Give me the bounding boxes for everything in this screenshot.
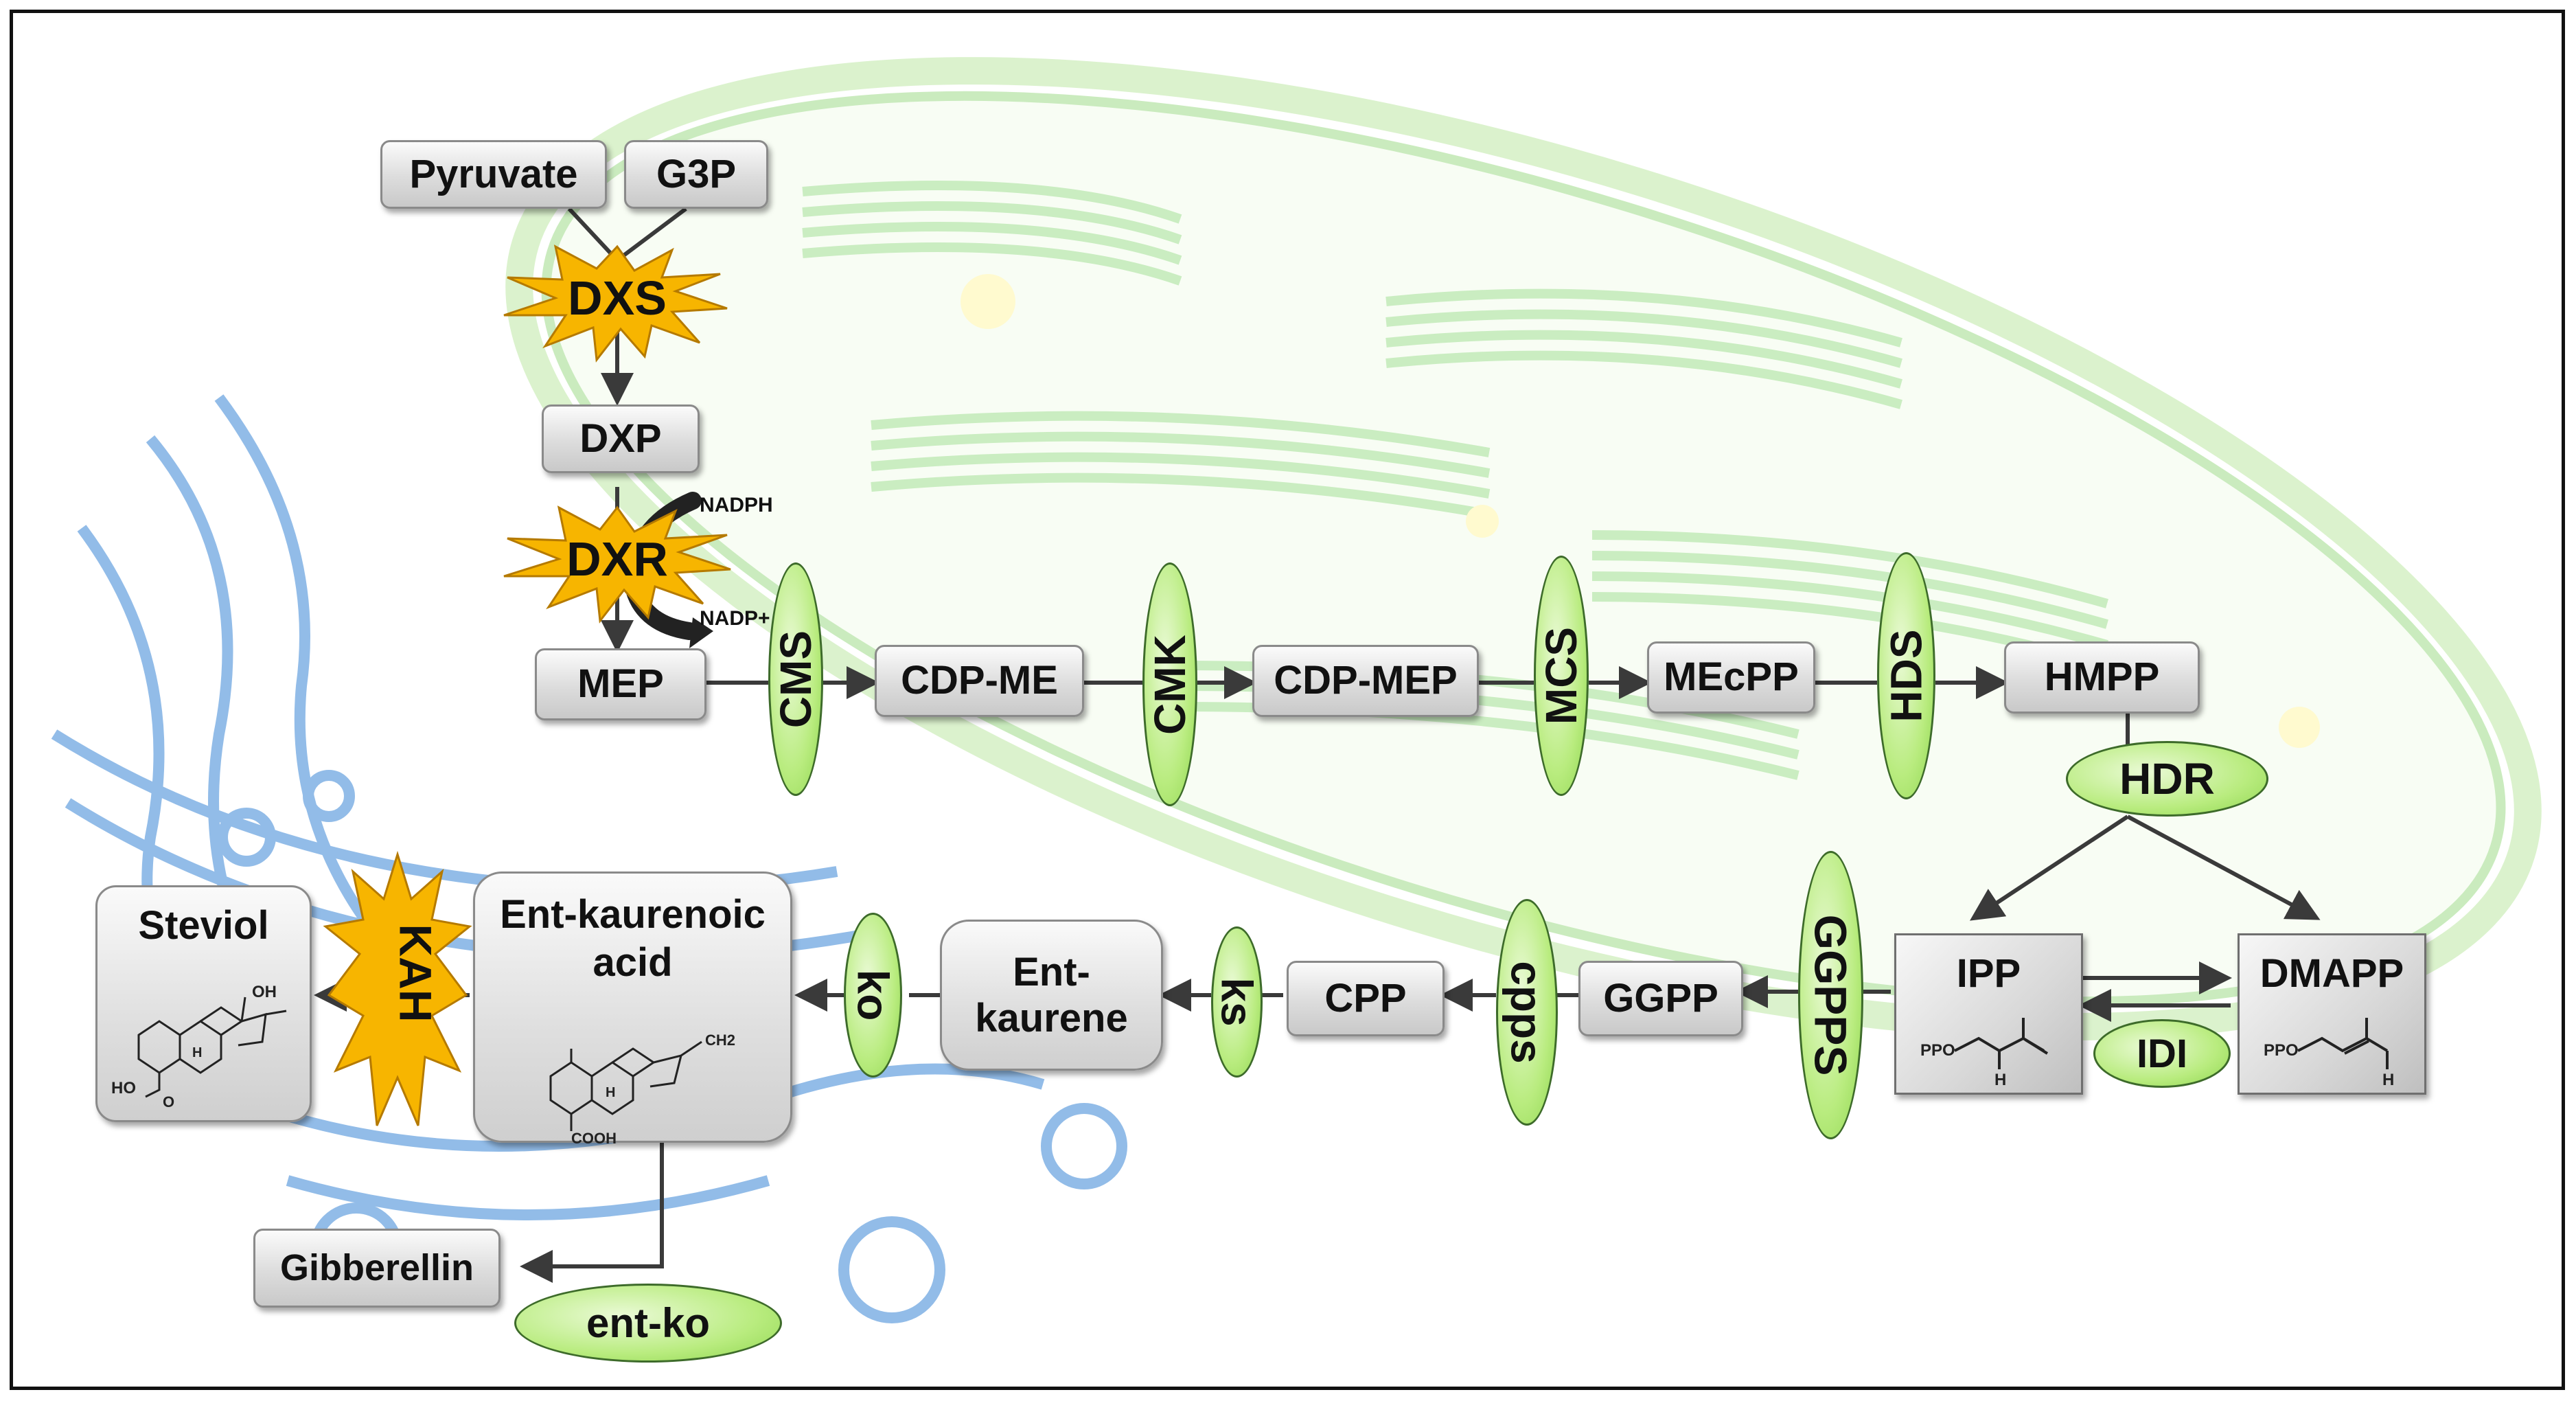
dxr-burst <box>503 505 731 624</box>
mecpp-label: MEcPP <box>1664 654 1799 700</box>
cmk-label: CMK <box>1145 634 1195 735</box>
mcs-enzyme: MCS <box>1534 556 1589 796</box>
cms-label: CMS <box>771 630 820 729</box>
ko-enzyme: ko <box>844 913 902 1078</box>
cdp-mep-label: CDP-MEP <box>1274 658 1458 703</box>
ks-label: ks <box>1212 977 1262 1027</box>
dmapp-structure: PPO H <box>2264 1018 2394 1089</box>
ipp-ppo: PPO <box>1920 1041 1955 1060</box>
kah-burst <box>323 850 472 1126</box>
kaurenoic-ch2: CH2 <box>705 1032 735 1049</box>
mcs-label: MCS <box>1537 626 1586 725</box>
ks-enzyme: ks <box>1211 926 1263 1078</box>
cmk-enzyme: CMK <box>1142 562 1197 806</box>
idi-enzyme: IDI <box>2093 1019 2231 1088</box>
mep-label: MEP <box>577 661 664 707</box>
figure-frame: Pyruvate G3P DXS DXP DXR NADPH NADP+ MEP… <box>10 10 2565 1390</box>
kaurenoic-cooh: COOH <box>571 1130 617 1145</box>
kaurenoic-h: H <box>606 1085 615 1100</box>
ent-kaurene-label: Ent-kaurene <box>975 950 1128 1040</box>
mep-box: MEP <box>535 648 706 720</box>
hds-label: HDS <box>1881 629 1931 722</box>
ent-kaurenoic-acid-box: Ent-kaurenoic acid CH2 COOH H <box>473 872 792 1145</box>
chloroplast-illustration <box>505 57 2542 1040</box>
cpps-label: cpps <box>1502 961 1552 1064</box>
steviol-label: Steviol <box>138 903 269 948</box>
g3p-box: G3P <box>624 140 768 209</box>
dmapp-label: DMAPP <box>2259 951 2404 996</box>
dxr-label: DXR <box>566 532 668 586</box>
ggpp-box: GGPP <box>1578 961 1743 1036</box>
ent-kaurenoic-acid-label: Ent-kaurenoic acid <box>500 892 766 985</box>
pyruvate-box: Pyruvate <box>380 140 607 209</box>
ko-label: ko <box>848 969 898 1021</box>
steviol-ho: HO <box>111 1079 136 1097</box>
ipp-box: IPP PPO H <box>1894 933 2083 1095</box>
ent-kaurenoic-acid-structure: CH2 COOH H <box>549 1032 735 1145</box>
dmapp-box: DMAPP PPO H <box>2238 933 2426 1095</box>
ent-ko-enzyme: ent-ko <box>514 1284 782 1363</box>
pyruvate-label: Pyruvate <box>409 151 578 196</box>
kah-label: KAH <box>390 924 441 1023</box>
mecpp-box: MEcPP <box>1647 641 1815 714</box>
gibberellin-box: Gibberellin <box>253 1229 501 1308</box>
ent-kaurene-box: Ent-kaurene <box>940 920 1163 1071</box>
ggpp-label: GGPP <box>1603 975 1718 1021</box>
burst-layer <box>323 244 731 1126</box>
cdp-me-box: CDP-ME <box>875 645 1084 717</box>
hdr-label: HDR <box>2119 754 2215 804</box>
ipp-structure: PPO H <box>1920 1018 2049 1089</box>
ggpps-enzyme: GGPPS <box>1798 851 1863 1139</box>
g3p-label: G3P <box>656 151 737 196</box>
ent-ko-label: ent-ko <box>586 1300 710 1346</box>
hmpp-label: HMPP <box>2044 654 2160 700</box>
dmapp-ppo: PPO <box>2264 1041 2299 1060</box>
cpps-enzyme: cpps <box>1496 899 1558 1126</box>
steviol-oh: OH <box>252 983 277 1001</box>
dxs-label: DXS <box>568 271 667 325</box>
kah-label-wrap: KAH <box>367 924 441 1023</box>
steviol-h: H <box>192 1045 202 1060</box>
ipp-h: H <box>1994 1071 2006 1089</box>
cpp-label: CPP <box>1324 975 1407 1021</box>
cpp-box: CPP <box>1287 961 1445 1036</box>
steviol-box: Steviol OH HO O H <box>95 885 312 1122</box>
steviol-o: O <box>163 1093 174 1110</box>
cdp-mep-box: CDP-MEP <box>1252 645 1479 717</box>
ggpps-label: GGPPS <box>1805 914 1856 1076</box>
dxp-box: DXP <box>542 405 700 473</box>
dxp-label: DXP <box>579 415 662 461</box>
idi-label: IDI <box>2136 1031 2188 1076</box>
hds-enzyme: HDS <box>1877 552 1935 799</box>
steviol-structure: OH HO O H <box>111 983 287 1110</box>
organelle-background <box>51 57 2542 1323</box>
dxs-burst <box>503 244 728 363</box>
gibberellin-label: Gibberellin <box>279 1247 474 1289</box>
hdr-enzyme: HDR <box>2066 741 2268 817</box>
nadph-label: NADPH <box>700 494 773 516</box>
cdp-me-label: CDP-ME <box>901 658 1058 703</box>
nadp-label: NADP+ <box>700 607 770 630</box>
hmpp-box: HMPP <box>2004 641 2200 714</box>
ipp-label: IPP <box>1956 951 2021 996</box>
cms-enzyme: CMS <box>768 562 823 796</box>
dmapp-h: H <box>2382 1071 2394 1089</box>
